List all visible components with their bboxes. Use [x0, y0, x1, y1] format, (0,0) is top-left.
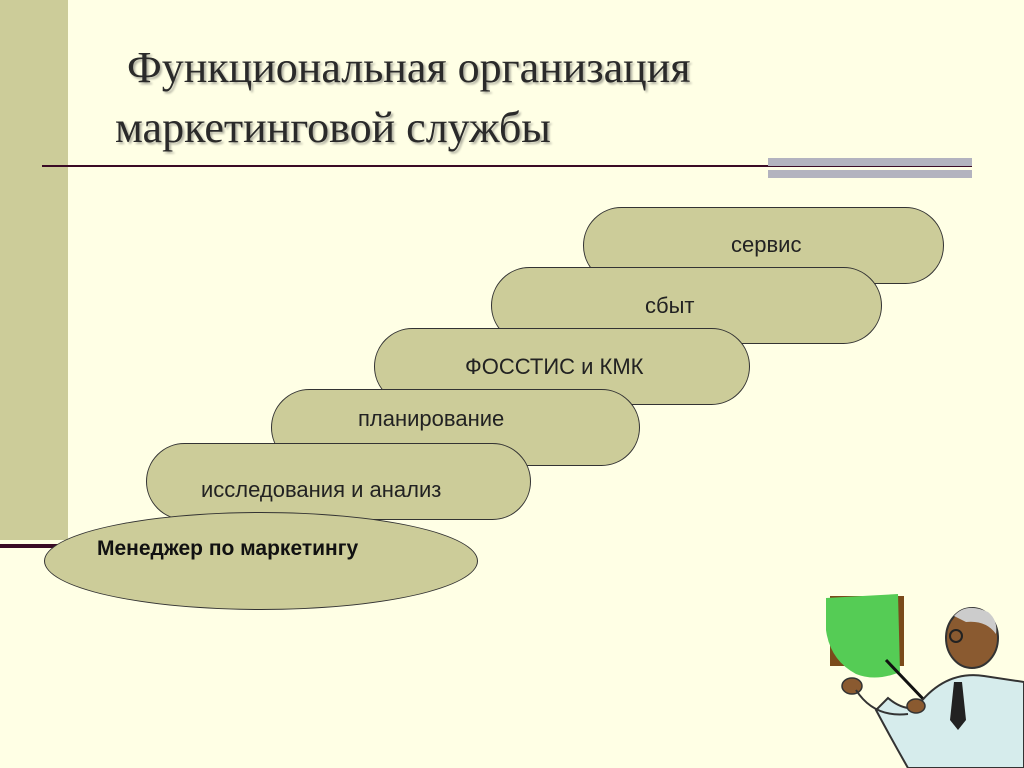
- step-label: планирование: [358, 406, 505, 431]
- step-research: исследования и анализ: [146, 443, 531, 520]
- step-label: ФОССТИС и КМК: [465, 354, 644, 379]
- step-label: исследования и анализ: [201, 477, 442, 502]
- title-line-1: Функциональная организация: [127, 43, 691, 92]
- step-label: сбыт: [645, 293, 695, 318]
- presenter-with-pointer-icon: [826, 594, 1024, 768]
- manager-label: Менеджер по маркетингу: [97, 537, 359, 560]
- manager-ellipse: Менеджер по маркетингу: [44, 512, 478, 610]
- sidebar-divider: [0, 544, 70, 548]
- step-label: сервис: [731, 232, 802, 257]
- sidebar-accent: [0, 0, 68, 540]
- title-accent-bar-lower: [768, 170, 972, 178]
- title-line-2: маркетинговой службы: [115, 103, 551, 152]
- slide-title: Функциональная организация маркетинговой…: [115, 38, 691, 158]
- title-underline: [42, 165, 972, 167]
- title-accent-bar: [768, 158, 972, 166]
